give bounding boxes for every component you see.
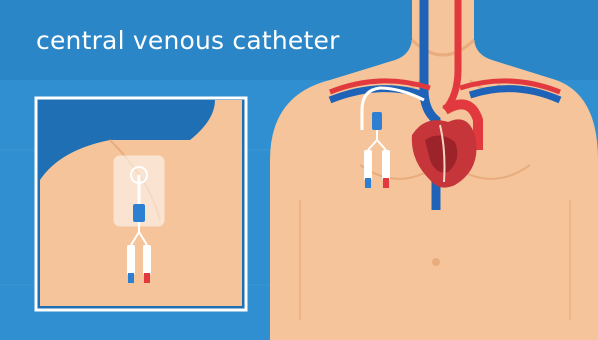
inset-lumen-right [143, 245, 151, 275]
navel [432, 258, 440, 266]
catheter-hub-icon [372, 112, 382, 130]
title: central venous catheter [36, 26, 340, 55]
lumen-left [364, 150, 372, 180]
lumen-right-cap [383, 178, 389, 188]
inset-hub [133, 204, 145, 222]
lumen-left-cap [365, 178, 371, 188]
inset-panel [36, 98, 246, 310]
inset-lumen-left [127, 245, 135, 275]
inset-lumen-right-cap [144, 273, 150, 283]
lumen-right [382, 150, 390, 180]
inset-lumen-left-cap [128, 273, 134, 283]
